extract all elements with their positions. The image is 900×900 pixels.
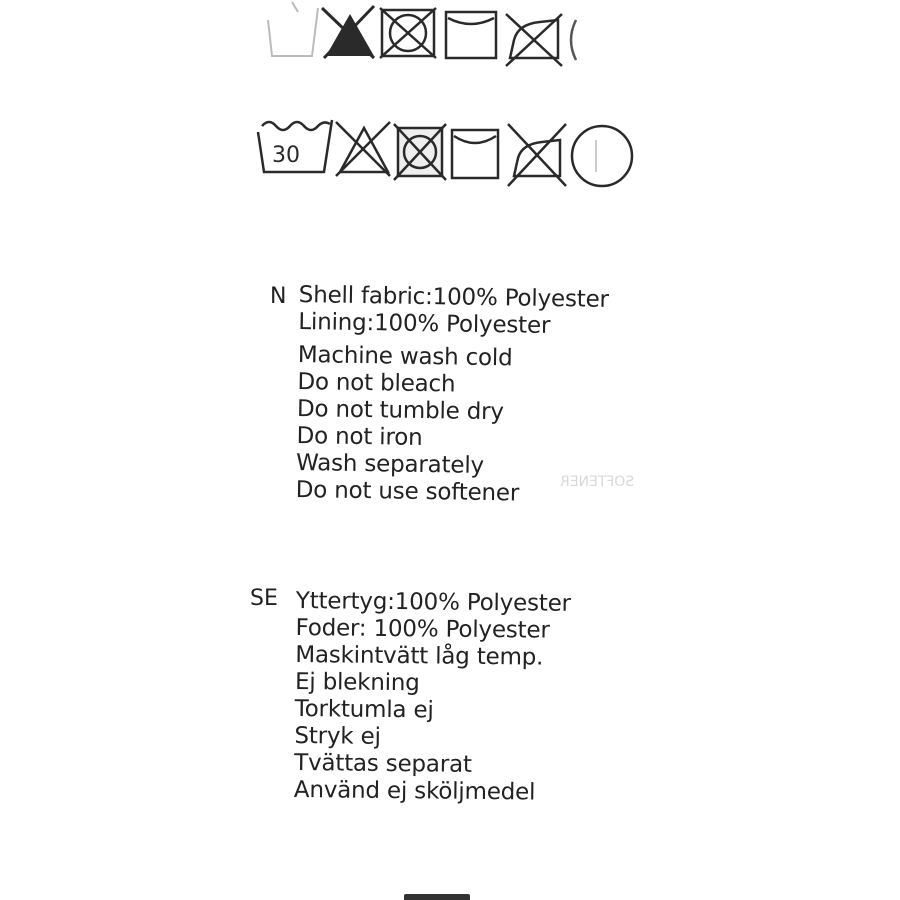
swedish-line-bleach: Ej blekning bbox=[294, 668, 420, 697]
swedish-line-iron: Stryk ej bbox=[294, 722, 381, 750]
dry-clean-p-icon bbox=[570, 124, 634, 188]
swedish-line-tumble-dry: Torktumla ej bbox=[294, 695, 434, 724]
do-not-tumble-dry-icon bbox=[379, 7, 437, 59]
do-not-iron-icon bbox=[505, 13, 563, 67]
do-not-iron-icon bbox=[507, 123, 567, 187]
language-code-swedish: SE bbox=[250, 586, 278, 611]
swedish-care-text: Yttertyg:100% Polyester Foder: 100% Poly… bbox=[294, 588, 571, 807]
swedish-line-lining: Foder: 100% Polyester bbox=[295, 614, 550, 644]
care-symbols-row-bottom: 30 bbox=[252, 110, 642, 196]
swedish-line-machine-wash: Maskintvätt låg temp. bbox=[295, 641, 544, 671]
line-dry-icon bbox=[444, 10, 498, 60]
english-line-lining: Lining:100% Polyester bbox=[298, 308, 551, 339]
dry-clean-icon bbox=[569, 19, 578, 61]
swedish-line-wash-separately: Tvättas separat bbox=[294, 749, 472, 778]
swedish-line-shell-fabric: Yttertyg:100% Polyester bbox=[295, 588, 572, 617]
show-through-mark: SOFTENER bbox=[560, 474, 635, 490]
bottom-edge-mark bbox=[404, 894, 470, 900]
do-not-tumble-dry-icon bbox=[393, 123, 447, 181]
line-dry-icon bbox=[450, 128, 500, 180]
do-not-bleach-icon bbox=[335, 121, 391, 177]
swedish-line-softener: Använd ej sköljmedel bbox=[293, 776, 536, 806]
wash-temperature: 30 bbox=[272, 143, 300, 168]
language-code-english: N bbox=[270, 284, 287, 309]
care-symbols-row-top bbox=[262, 0, 592, 70]
do-not-bleach-icon bbox=[320, 4, 376, 60]
wash-30-icon bbox=[256, 119, 334, 174]
hand-wash-icon bbox=[267, 1, 319, 57]
